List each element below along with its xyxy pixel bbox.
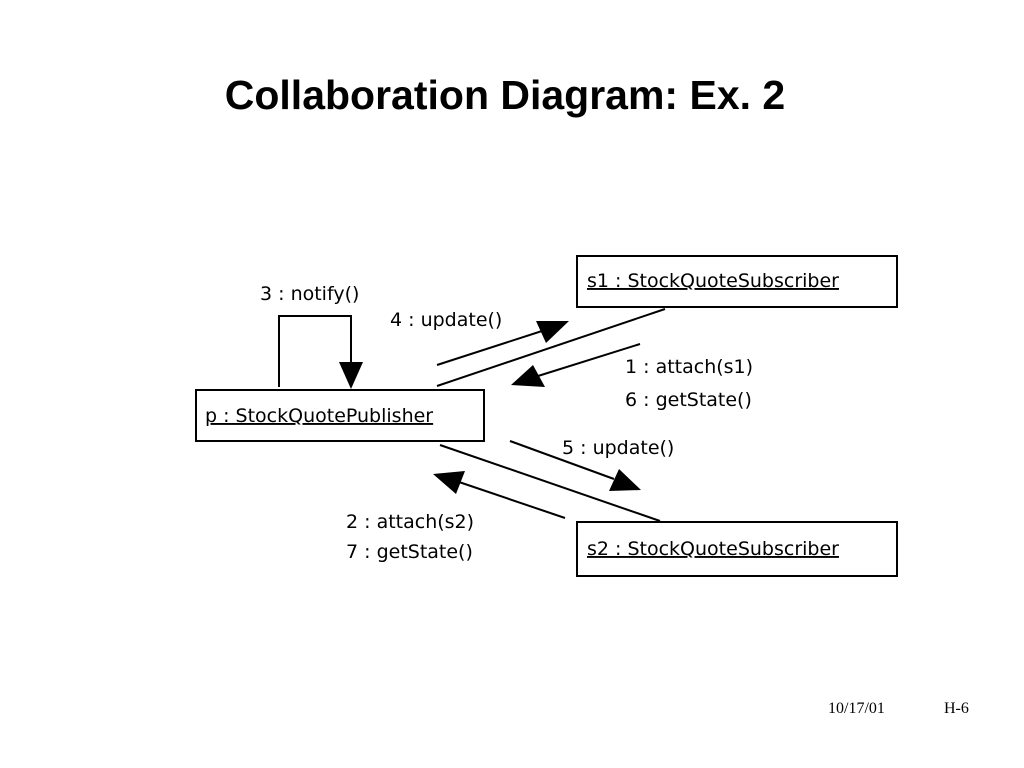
link-publisher-subscriber1 [436,308,666,387]
message-label-attach-s2: 2 : attach(s2) [346,511,474,533]
object-subscriber1: s1 : StockQuoteSubscriber [576,255,898,308]
object-subscriber2-label: s2 : StockQuoteSubscriber [587,538,839,560]
slide-title: Collaboration Diagram: Ex. 2 [224,72,786,118]
message-label-update-s2: 5 : update() [562,437,674,459]
footer-date: 10/17/01 [828,700,885,717]
object-subscriber2: s2 : StockQuoteSubscriber [576,521,898,577]
message-label-attach-s1: 1 : attach(s1) [625,356,753,378]
message-label-update-s1: 4 : update() [390,309,502,331]
message-arrow-attach-s1 [511,343,641,387]
notify-arrowhead [339,362,363,389]
message-arrow-attach-s2 [433,471,566,519]
footer-page-number: H-6 [944,700,969,717]
object-subscriber1-label: s1 : StockQuoteSubscriber [587,270,839,292]
message-label-getstate-s2: 7 : getState() [346,541,473,563]
message-label-getstate-s1: 6 : getState() [625,389,752,411]
self-link-notify [278,315,363,389]
object-publisher: p : StockQuotePublisher [195,389,485,442]
message-arrow-update-s1 [436,321,569,366]
link-publisher-subscriber2 [439,444,661,522]
message-label-notify: 3 : notify() [260,283,359,305]
message-arrow-update-s2 [509,440,641,491]
object-publisher-label: p : StockQuotePublisher [205,405,433,427]
